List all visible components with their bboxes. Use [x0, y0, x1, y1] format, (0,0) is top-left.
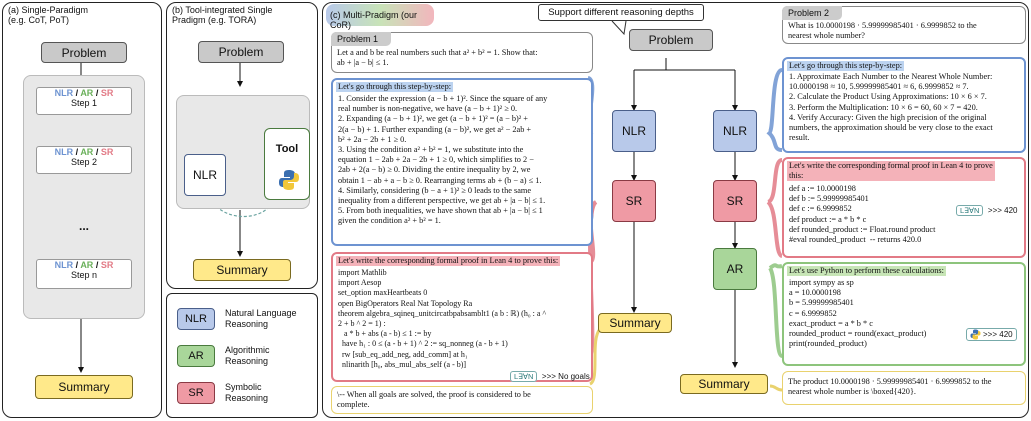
ar-node: AR	[713, 248, 757, 290]
sep: /	[75, 260, 79, 270]
problem2-ar-code: import sympy as sp a = 10.0000198 b = 5.…	[789, 278, 927, 349]
sep: /	[75, 147, 79, 157]
problem1-sr-block: Let's write the corresponding formal pro…	[331, 252, 593, 382]
nlr-head-text: Let's go through this step-by-step:	[336, 82, 454, 93]
step-n: NLR / AR / SR Step n	[36, 259, 132, 289]
problem1-nlr-block: Let's go through this step-by-step: 1. C…	[331, 78, 593, 246]
legend: NLR Natural Language Reasoning AR Algori…	[166, 293, 318, 418]
step-1-label: Step 1	[70, 98, 98, 108]
problem2-text: What is 10.0000198 · 5.99999985401 · 6.9…	[788, 21, 977, 41]
lean-badge: L∃∀N >>> 420	[956, 200, 1018, 218]
tag-sr: SR	[100, 147, 114, 157]
nlr-node-left: NLR	[612, 110, 656, 152]
step-2-label: Step 2	[70, 157, 98, 167]
summary-box: Summary	[193, 259, 291, 281]
nlr-head-text: Let's go through this step-by-step:	[787, 61, 905, 72]
summary-box: Summary	[35, 375, 133, 399]
problem1-sr-code: import Mathlib import Aesop set_option m…	[338, 268, 547, 369]
panel-c-title: (c) Multi-Pradigm (our CoR)	[330, 10, 418, 30]
panel-c-title-badge: (c) Multi-Pradigm (our CoR)	[326, 4, 434, 30]
nlr-node-right: NLR	[713, 110, 757, 152]
problem2-nlr-block: Let's go through this step-by-step: 1. A…	[782, 57, 1026, 153]
lean-logo-icon: L∃∀N	[510, 371, 538, 382]
problem2-label: Problem 2	[782, 6, 842, 20]
step-n-label: Step n	[70, 270, 98, 280]
python-output: >>> 420	[983, 330, 1013, 339]
sr-node-right: SR	[713, 180, 757, 222]
tag-nlr: NLR	[54, 147, 74, 157]
problem2-summary-text: The product 10.0000198 · 5.99999985401 ·…	[788, 377, 992, 397]
sr-head-text: Let's write the corresponding formal pro…	[336, 256, 561, 267]
tag-ar: AR	[80, 147, 94, 157]
summary-left: Summary	[598, 313, 672, 333]
panel-a-title: (a) Single-Paradigm (e.g. CoT, PoT)	[8, 5, 89, 25]
problem1-sr-header: Let's write the corresponding formal pro…	[336, 256, 561, 267]
sep: /	[75, 88, 79, 98]
python-logo-icon	[278, 169, 300, 191]
problem2-ar-header: Let's use Python to perform these calcul…	[787, 266, 946, 277]
tag-sr: SR	[100, 88, 114, 98]
tag-nlr: NLR	[54, 88, 74, 98]
panel-single-paradigm: (a) Single-Paradigm (e.g. CoT, PoT) Prob…	[2, 2, 162, 418]
problem2-sr-header: Let's write the corresponding formal pro…	[787, 161, 995, 182]
problem1-summary-block: \-- When all goals are solved, the proof…	[331, 386, 593, 414]
problem1-box: Problem 1 Let a and b be real numbers su…	[331, 32, 593, 73]
summary-right: Summary	[680, 374, 768, 394]
nlr-box: NLR	[184, 154, 226, 196]
panel-tool-integrated: (b) Tool-integrated Single Pradigm (e.g.…	[166, 2, 318, 289]
lean-badge: L∃∀N >>> No goals	[510, 366, 590, 384]
tool-label: Tool	[275, 143, 299, 155]
problem-box: Problem	[41, 42, 127, 63]
lean-output: >>> 420	[987, 206, 1018, 215]
sr-node-left: SR	[612, 180, 656, 222]
tag-sr: SR	[100, 260, 114, 270]
legend-ar-swatch: AR	[177, 345, 215, 367]
problem1-nlr-body: 1. Consider the expression (a − b + 1)².…	[338, 94, 548, 226]
problem2-sr-code: def a := 10.0000198 def b := 5.999999854…	[789, 184, 936, 245]
problem-box: Problem	[198, 41, 284, 63]
problem2-box: Problem 2 What is 10.0000198 · 5.9999998…	[782, 6, 1026, 44]
tag-nlr: NLR	[54, 260, 74, 270]
legend-nlr-swatch: NLR	[177, 308, 215, 330]
sr-head-text: Let's write the corresponding formal pro…	[787, 161, 995, 182]
sep: /	[95, 88, 99, 98]
panel-b-title: (b) Tool-integrated Single Pradigm (e.g.…	[172, 5, 273, 25]
problem1-text: Let a and b be real numbers such that a²…	[337, 48, 538, 68]
problem2-ar-block: Let's use Python to perform these calcul…	[782, 262, 1026, 366]
problem2-nlr-header: Let's go through this step-by-step:	[787, 61, 905, 72]
python-badge: >>> 420	[966, 328, 1017, 341]
legend-sr-swatch: SR	[177, 382, 215, 404]
lean-logo-icon: L∃∀N	[956, 205, 984, 216]
problem1-nlr-header: Let's go through this step-by-step:	[336, 82, 454, 93]
sep: /	[95, 260, 99, 270]
ar-head-text: Let's use Python to perform these calcul…	[787, 266, 946, 277]
legend-nlr-label: Natural Language Reasoning	[225, 308, 297, 329]
sep: /	[95, 147, 99, 157]
ellipsis: ...	[78, 219, 89, 233]
problem1-label: Problem 1	[331, 32, 391, 46]
legend-ar-label: Algorithmic Reasoning	[225, 345, 270, 366]
panel-multi-paradigm	[322, 2, 1029, 418]
tag-ar: AR	[80, 260, 94, 270]
problem-box: Problem	[629, 29, 713, 51]
python-logo-icon	[970, 329, 981, 340]
callout: Support different reasoning depths	[538, 4, 704, 21]
lean-output: >>> No goals	[541, 372, 590, 381]
problem2-sr-block: Let's write the corresponding formal pro…	[782, 157, 1026, 258]
step-1: NLR / AR / SR Step 1	[36, 87, 132, 115]
step-2: NLR / AR / SR Step 2	[36, 146, 132, 174]
problem2-nlr-body: 1. Approximate Each Number to the Neares…	[789, 72, 993, 143]
tag-ar: AR	[80, 88, 94, 98]
problem1-summary-text: \-- When all goals are solved, the proof…	[337, 390, 531, 410]
problem2-summary-block: The product 10.0000198 · 5.99999985401 ·…	[782, 371, 1026, 405]
legend-sr-label: Symbolic Reasoning	[225, 382, 269, 403]
